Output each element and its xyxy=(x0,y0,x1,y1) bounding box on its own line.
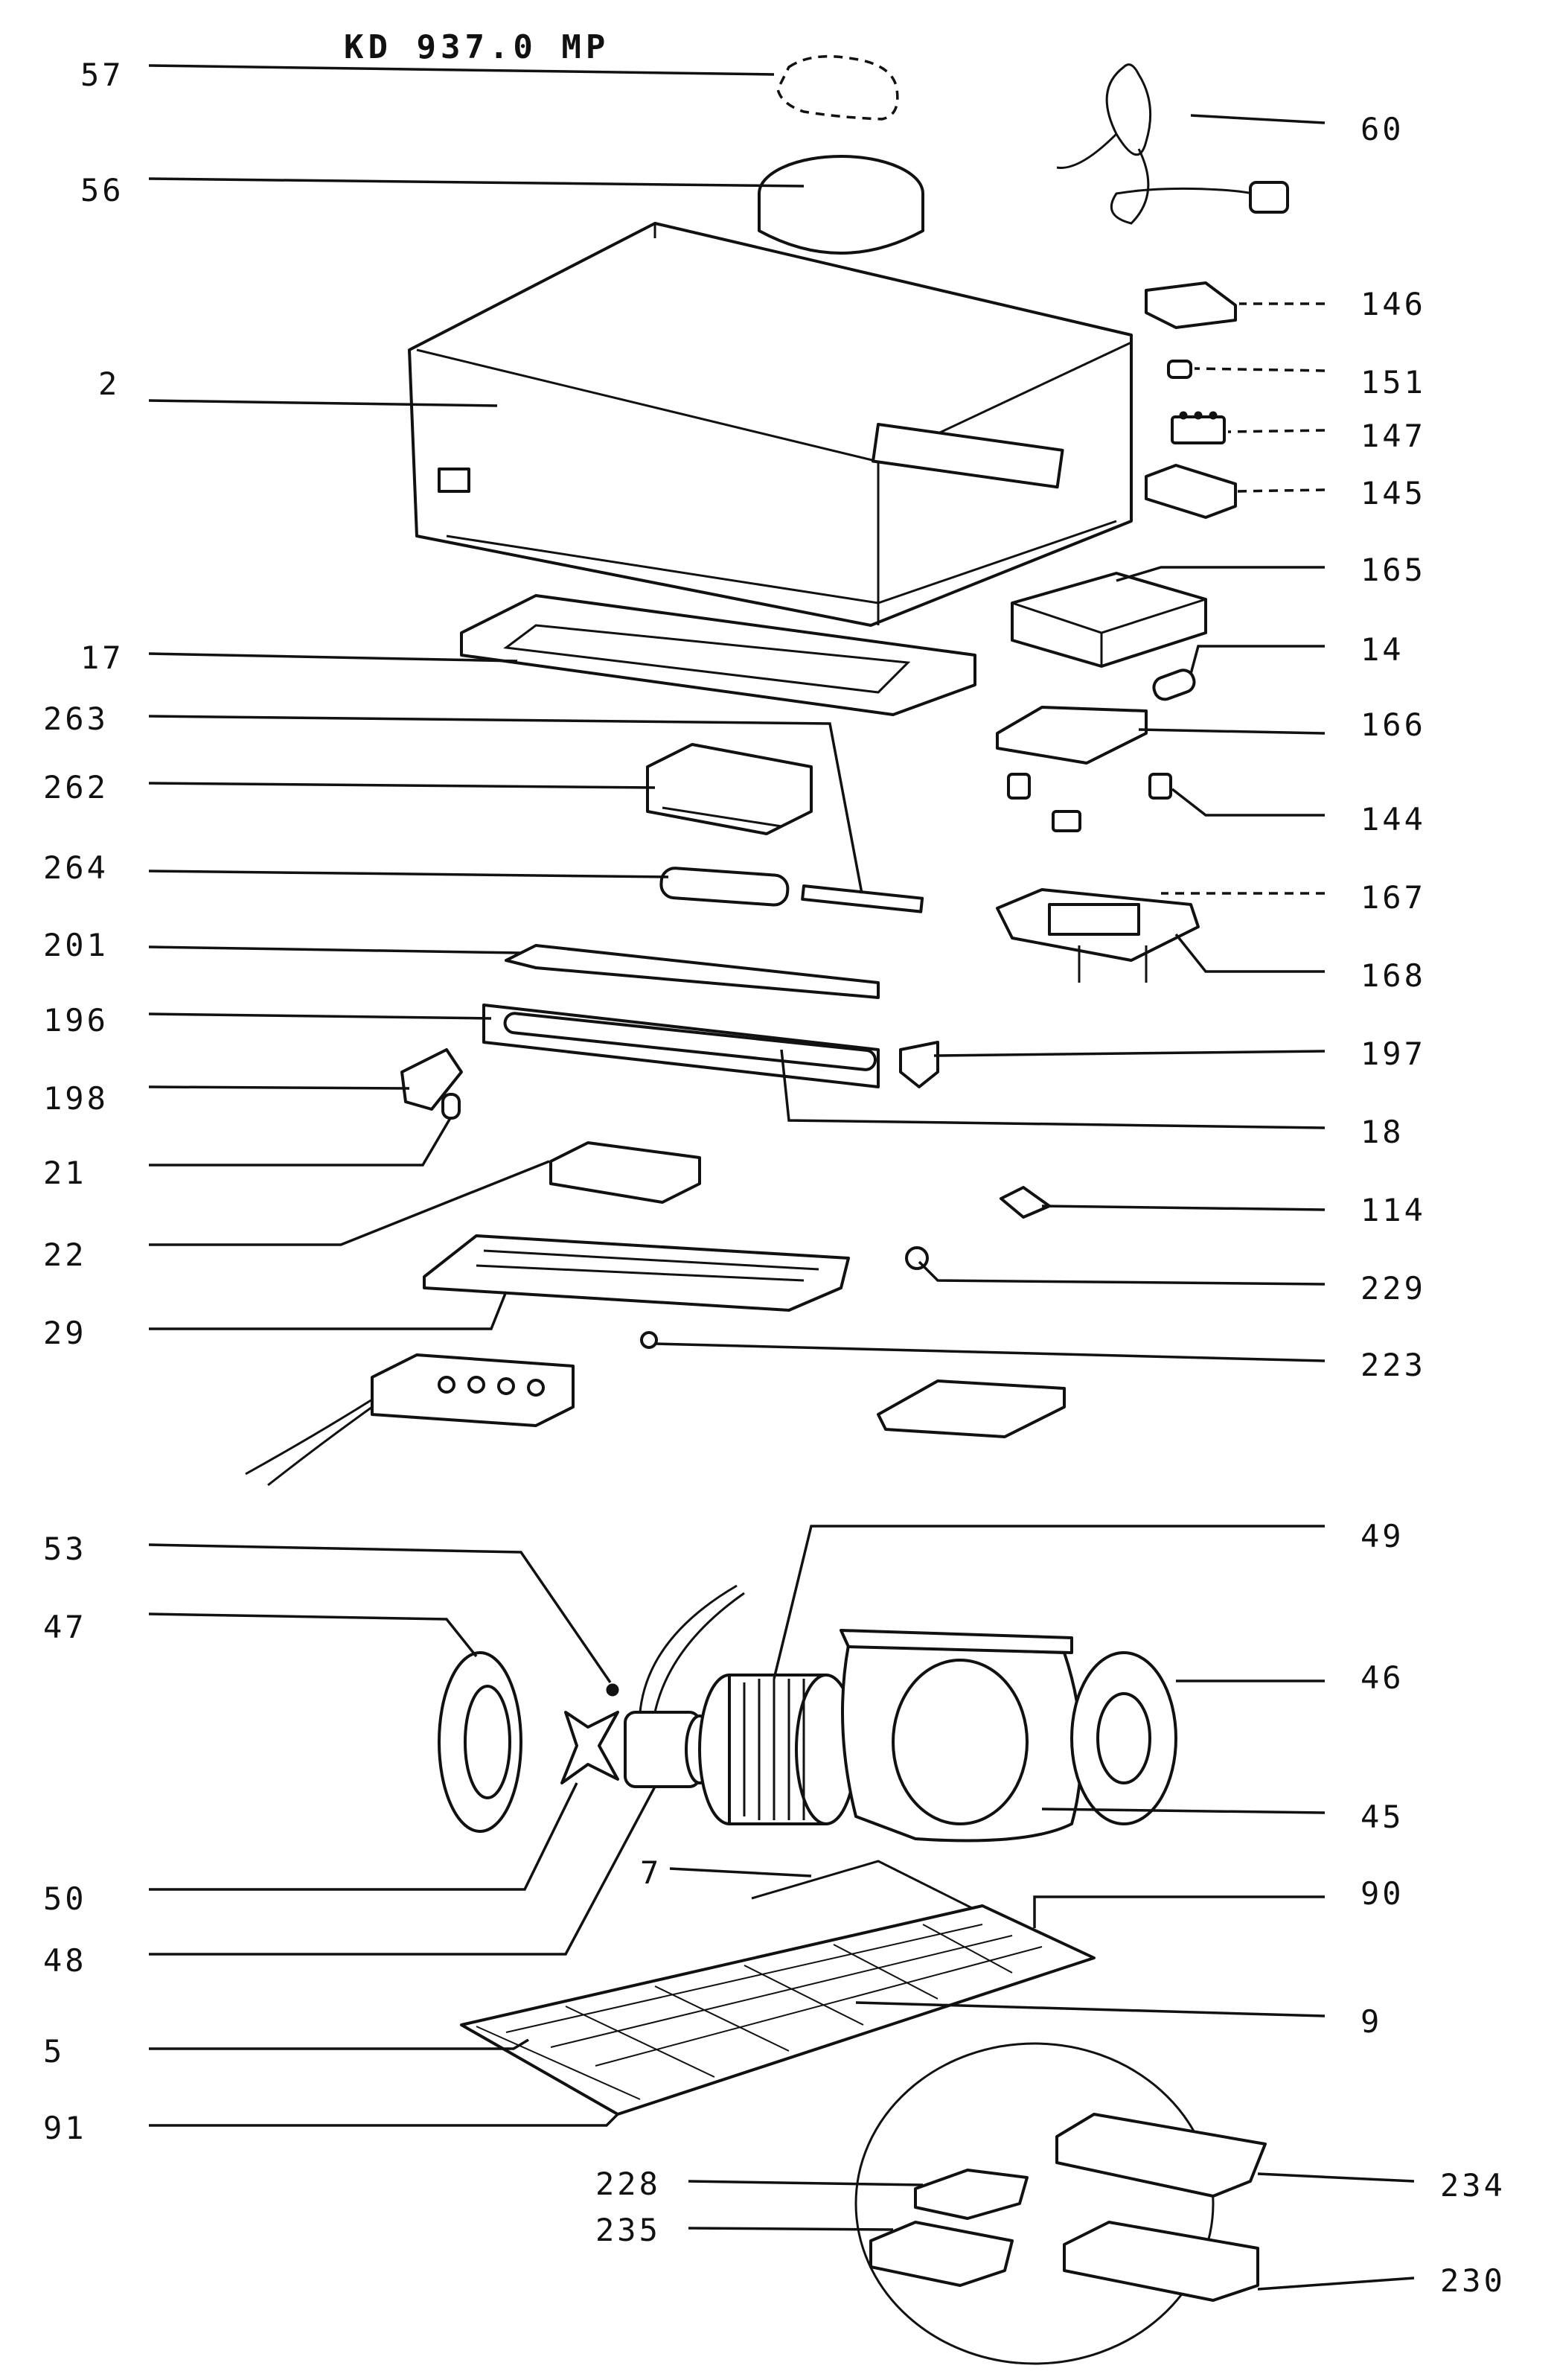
callout-145: 145 xyxy=(1360,475,1426,511)
part-145 xyxy=(1145,464,1237,519)
model-title: KD 937.0 MP xyxy=(344,28,610,66)
callout-262: 262 xyxy=(43,769,109,805)
part-50-clip xyxy=(560,1711,619,1784)
part-56-motor-cap xyxy=(758,155,924,255)
part-2-housing xyxy=(408,222,1133,627)
part-151 xyxy=(1167,360,1192,379)
callout-60: 60 xyxy=(1360,111,1404,147)
part-167-168-switch xyxy=(996,888,1200,983)
part-14-capacitor xyxy=(1152,669,1196,701)
callout-50: 50 xyxy=(43,1880,87,1917)
callout-45: 45 xyxy=(1360,1799,1404,1835)
callout-14: 14 xyxy=(1360,631,1404,668)
part-144-clip xyxy=(1007,773,1172,832)
part-146 xyxy=(1145,281,1237,329)
part-197-holder xyxy=(899,1041,939,1088)
part-114-clip xyxy=(1000,1186,1051,1219)
callout-2: 2 xyxy=(98,366,120,402)
part-262-bracket xyxy=(646,743,813,835)
leader-lines xyxy=(148,64,1415,2291)
callout-144: 144 xyxy=(1360,801,1426,838)
part-165-box xyxy=(1011,572,1207,668)
callout-196: 196 xyxy=(43,1002,109,1039)
part-29-grill xyxy=(423,1234,850,1312)
inset-oval xyxy=(854,2042,1267,2365)
part-57-cover xyxy=(776,54,899,121)
part-5-filter xyxy=(460,1904,1096,2116)
part-147 xyxy=(1171,411,1226,444)
callout-17: 17 xyxy=(80,639,124,676)
callout-9: 9 xyxy=(1360,2003,1382,2040)
part-263-rod xyxy=(801,884,924,913)
callout-234: 234 xyxy=(1440,2167,1506,2204)
callout-29: 29 xyxy=(43,1315,87,1351)
callout-48: 48 xyxy=(43,1942,87,1979)
callout-53: 53 xyxy=(43,1531,87,1567)
callout-91: 91 xyxy=(43,2110,87,2146)
callout-166: 166 xyxy=(1360,706,1426,743)
part-17-frame xyxy=(460,594,976,716)
part-45-scroll-housing xyxy=(840,1629,1083,1843)
callout-165: 165 xyxy=(1360,552,1426,588)
part-22-board xyxy=(549,1141,701,1204)
callout-198: 198 xyxy=(43,1080,109,1117)
callout-263: 263 xyxy=(43,701,109,737)
callout-114: 114 xyxy=(1360,1192,1426,1228)
part-7-bar xyxy=(751,1860,998,1922)
part-201-channel xyxy=(505,944,880,999)
callout-21: 21 xyxy=(43,1155,87,1191)
callout-47: 47 xyxy=(43,1609,87,1645)
callout-168: 168 xyxy=(1360,957,1426,994)
callout-7: 7 xyxy=(640,1854,662,1891)
callout-230: 230 xyxy=(1440,2262,1506,2299)
callout-223: 223 xyxy=(1360,1347,1426,1383)
part-196-lamp-housing xyxy=(482,1004,880,1088)
callout-57: 57 xyxy=(80,57,124,93)
callout-201: 201 xyxy=(43,927,109,963)
callout-228: 228 xyxy=(595,2166,661,2202)
part-60-power-cord xyxy=(1056,63,1289,225)
callout-151: 151 xyxy=(1360,364,1426,401)
part-47-plate xyxy=(438,1651,522,1833)
callout-264: 264 xyxy=(43,849,109,886)
callout-46: 46 xyxy=(1360,1659,1404,1696)
callout-18: 18 xyxy=(1360,1114,1404,1150)
callout-235: 235 xyxy=(595,2212,661,2248)
part-223-ring xyxy=(640,1331,658,1349)
part-264-terminal xyxy=(659,867,790,907)
callout-90: 90 xyxy=(1360,1875,1404,1912)
callout-197: 197 xyxy=(1360,1036,1426,1072)
callout-229: 229 xyxy=(1360,1270,1426,1307)
part-switch-panel-left xyxy=(245,1353,575,1487)
callout-167: 167 xyxy=(1360,879,1426,916)
callout-56: 56 xyxy=(80,172,124,208)
part-49-impeller xyxy=(698,1674,857,1825)
callout-22: 22 xyxy=(43,1237,87,1273)
part-46-back-plate xyxy=(1070,1651,1177,1825)
part-switch-panel-right xyxy=(877,1379,1066,1438)
callout-49: 49 xyxy=(1360,1518,1404,1554)
callout-147: 147 xyxy=(1360,418,1426,454)
part-198-holder xyxy=(400,1048,463,1111)
part-21-bulb xyxy=(441,1093,461,1120)
callout-5: 5 xyxy=(43,2033,65,2070)
part-166-plate xyxy=(996,706,1148,765)
part-53-screw xyxy=(606,1683,619,1697)
callout-146: 146 xyxy=(1360,286,1426,322)
